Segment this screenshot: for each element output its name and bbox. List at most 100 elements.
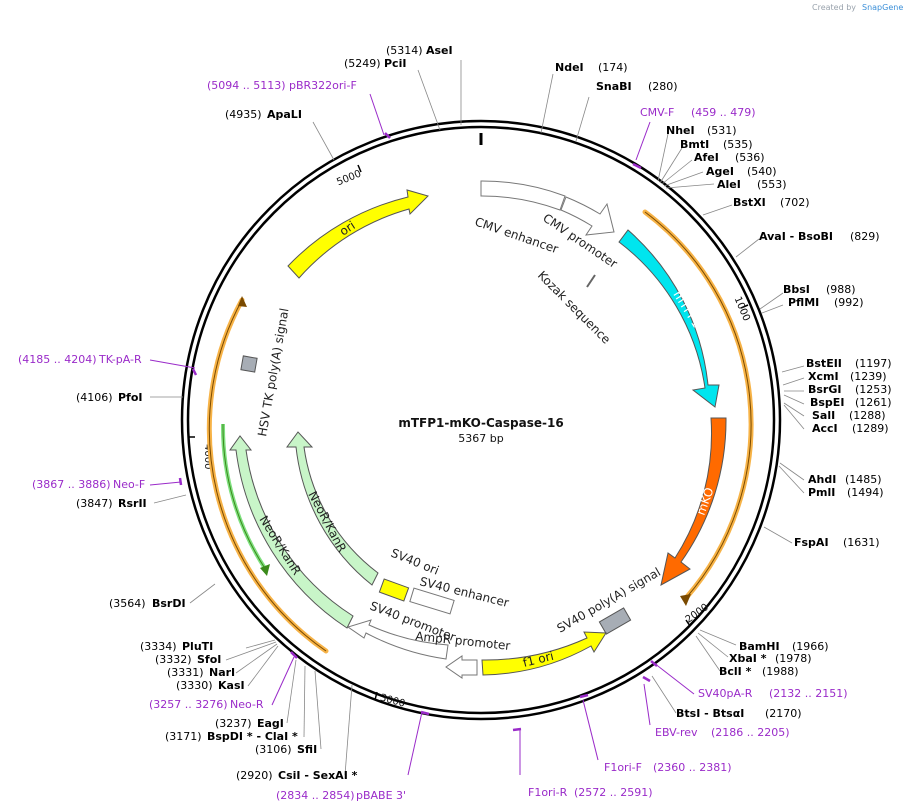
enzyme-pos: (702) [780, 196, 810, 209]
enzyme-pos: (3332) [155, 653, 192, 666]
primer-name: F1ori-F [604, 761, 642, 774]
primer-name: pBABE 3' [356, 789, 406, 802]
enzyme-pos: (3331) [167, 666, 204, 679]
plasmid-size: 5367 bp [458, 432, 503, 445]
enzyme-name: SalI [812, 409, 835, 422]
enzyme-name: BtsI - BtsαI [676, 707, 744, 720]
primer-range: (5094 .. 5113) [207, 79, 286, 92]
enzyme-name: SfoI [197, 653, 221, 666]
backbone-ring-inner [186, 125, 776, 715]
enzyme-name: CsiI - SexAI * [278, 769, 358, 782]
mko-feature [660, 417, 727, 586]
enzyme-pos: (1197) [855, 357, 892, 370]
enzyme-pos: (3330) [176, 679, 213, 692]
enzyme-name: AhdI [808, 473, 836, 486]
enzyme-labels: (5314) AseI (5249) PciI (4935) ApaLI Nde… [76, 44, 892, 782]
enzyme-pos: (1253) [855, 383, 892, 396]
enzyme-pos: (3106) [255, 743, 292, 756]
f1-ori-feature [481, 631, 607, 676]
primer-name: SV40pA-R [698, 687, 753, 700]
enzyme-pos: (1261) [855, 396, 892, 409]
tick-label-3000: 3000 [379, 693, 406, 710]
orf-green-left-arrow [260, 564, 270, 576]
enzyme-name: NdeI [555, 61, 584, 74]
primer-range: (459 .. 479) [691, 106, 756, 119]
enzyme-name: AvaI - BsoBI [759, 230, 833, 243]
tick-mark-5000 [357, 164, 362, 173]
enzyme-name: BstEII [806, 357, 842, 370]
enzyme-pos: (3171) [165, 730, 202, 743]
hsv-tk-label: HSV TK poly(A) signal [255, 307, 291, 437]
credit-brand: SnapGene [862, 3, 903, 12]
tick-mark-3000 [374, 691, 378, 701]
cmv-enhancer-feature [480, 180, 566, 211]
enzyme-name: BsrDI [152, 597, 186, 610]
enzyme-name: BclI * [719, 665, 752, 678]
snapgene-credit: Created by SnapGene [812, 3, 903, 12]
primer-range: (2132 .. 2151) [769, 687, 848, 700]
enzyme-pos: (535) [723, 138, 753, 151]
enzyme-pos: (1494) [847, 486, 884, 499]
cmv-promoter-feature [560, 196, 615, 236]
primer-name: pBR322ori-F [289, 79, 357, 92]
primer-range: (3257 .. 3276) [149, 698, 228, 711]
orf-band-left-arrow [238, 296, 247, 307]
enzyme-name: NarI [209, 666, 235, 679]
ampr-promoter-feature [445, 655, 478, 679]
primer-name: F1ori-R [528, 786, 568, 799]
enzyme-pos: (3564) [109, 597, 146, 610]
orf-band-right-arrow [680, 594, 691, 606]
enzyme-name: BamHI [739, 640, 780, 653]
kozak-feature [586, 274, 596, 288]
enzyme-name: KasI [218, 679, 245, 692]
sv40-enhancer-feature [409, 587, 455, 615]
neokan-inner-feature [286, 431, 379, 586]
primer-name: CMV-F [640, 106, 674, 119]
enzyme-pos: (1239) [850, 370, 887, 383]
enzyme-pos: (5314) [386, 44, 423, 57]
enzyme-name: PflMI [788, 296, 819, 309]
enzyme-name: AleI [717, 178, 741, 191]
plasmid-title: mTFP1-mKO-Caspase-16 [398, 416, 563, 430]
enzyme-pos: (3237) [215, 717, 252, 730]
enzyme-pos: (1289) [852, 422, 889, 435]
enzyme-pos: (4935) [225, 108, 262, 121]
ori-feature [287, 189, 429, 279]
enzyme-pos: (4106) [76, 391, 113, 404]
enzyme-pos: (2170) [765, 707, 802, 720]
enzyme-pos: (553) [757, 178, 787, 191]
primer-name: Neo-F [113, 478, 145, 491]
enzyme-pos: (531) [707, 124, 737, 137]
enzyme-name: SfiI [297, 743, 317, 756]
sv40-promoter-feature [346, 619, 449, 660]
enzyme-name: XcmI [808, 370, 839, 383]
primer-range: (3867 .. 3886) [32, 478, 111, 491]
sv40-polya-feature [598, 607, 632, 635]
primer-range: (2834 .. 2854) [276, 789, 355, 802]
enzyme-pos: (3334) [140, 640, 177, 653]
mtfp1-feature [618, 229, 720, 408]
enzyme-pos: (1485) [845, 473, 882, 486]
tick-label-5000: 5000 [335, 169, 363, 189]
enzyme-name: FspAI [794, 536, 829, 549]
enzyme-pos: (992) [834, 296, 864, 309]
enzyme-pos: (280) [648, 80, 678, 93]
sv40-ori-label: SV40 ori [389, 546, 441, 578]
enzyme-pos: (536) [735, 151, 765, 164]
enzyme-name: AccI [812, 422, 838, 435]
enzyme-name: BspDI * - ClaI * [207, 730, 298, 743]
enzyme-name: RsrII [118, 497, 147, 510]
mko-label: mKO [694, 486, 717, 517]
enzyme-name: SnaBI [596, 80, 632, 93]
enzyme-pos: (1988) [762, 665, 799, 678]
sv40-ori-feature [378, 578, 410, 602]
enzyme-pos: (2920) [236, 769, 273, 782]
enzyme-name: BstXI [733, 196, 766, 209]
tick-mark-1000 [740, 304, 749, 309]
enzyme-name: AfeI [694, 151, 719, 164]
enzyme-pos: (3847) [76, 497, 113, 510]
enzyme-pos: (1288) [849, 409, 886, 422]
leader-lines [150, 60, 805, 776]
enzyme-name: BbsI [783, 283, 810, 296]
